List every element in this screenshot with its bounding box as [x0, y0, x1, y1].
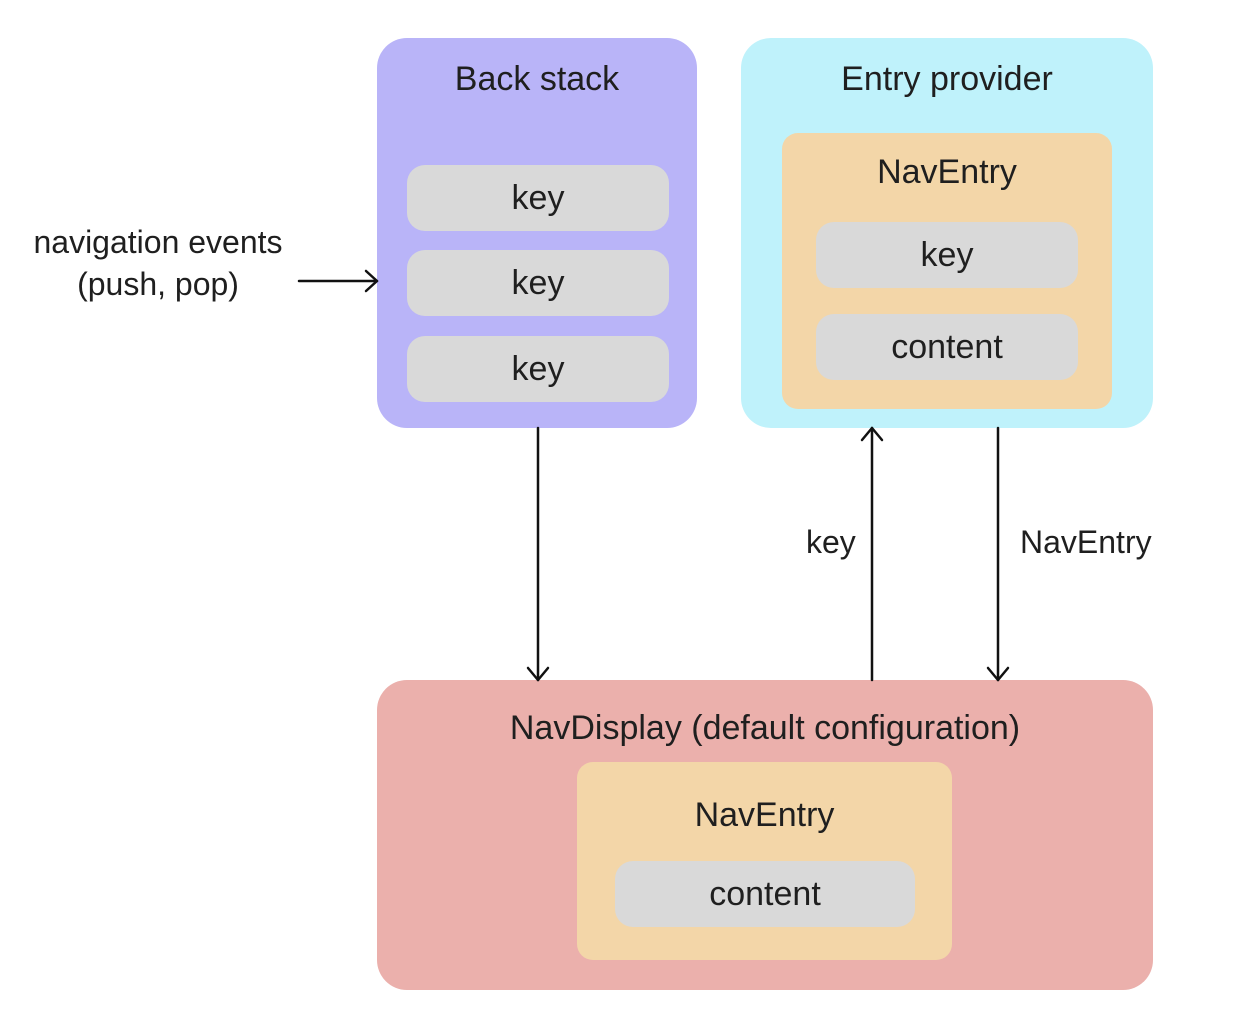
nav-display-naventry-title: NavEntry: [694, 796, 835, 834]
nav-display-box: NavDisplay (default configuration) NavEn…: [377, 680, 1153, 990]
navigation-events-arrow: [297, 269, 379, 293]
nav-display-title: NavDisplay (default configuration): [509, 709, 1021, 747]
navigation-events-label: navigation events (push, pop): [8, 222, 308, 305]
key-arrow-label: key: [806, 524, 856, 560]
key-request-arrow: [860, 426, 884, 682]
back-stack-key-2: key: [407, 250, 669, 316]
back-stack-title: Back stack: [454, 60, 620, 98]
entry-provider-naventry-card: NavEntry key content: [782, 133, 1112, 409]
entry-provider-key-pill: key: [816, 222, 1078, 288]
back-stack-box: Back stack key key key: [377, 38, 697, 428]
back-stack-key-3: key: [407, 336, 669, 402]
entry-provider-naventry-title: NavEntry: [877, 153, 1017, 191]
entry-provider-title: Entry provider: [841, 60, 1053, 98]
nav-display-content-pill: content: [615, 861, 915, 927]
naventry-response-arrow: [986, 426, 1010, 682]
navigation-events-line2: (push, pop): [77, 265, 239, 302]
entry-provider-box: Entry provider NavEntry key content: [741, 38, 1153, 428]
navigation-events-line1: navigation events: [33, 224, 283, 260]
naventry-arrow-label: NavEntry: [1020, 524, 1152, 560]
entry-provider-content-pill: content: [816, 314, 1078, 380]
nav-display-naventry-card: NavEntry content: [577, 762, 952, 960]
back-stack-to-nav-display-arrow: [526, 426, 550, 682]
back-stack-key-1: key: [407, 165, 669, 231]
